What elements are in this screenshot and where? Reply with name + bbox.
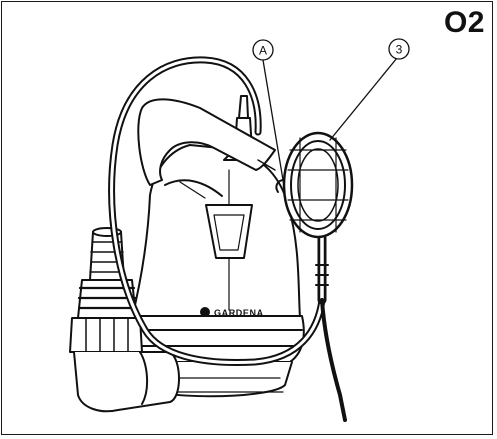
callout-3-label: 3 (396, 43, 403, 57)
hose-connector (69, 227, 180, 413)
figure-id-label: O2 (443, 6, 485, 39)
callout-A-label: A (259, 44, 267, 58)
callout-3-leader (329, 57, 398, 141)
callout-A: A (252, 39, 274, 61)
brand-label: GARDENA (214, 308, 264, 318)
callout-3: 3 (388, 38, 410, 60)
power-cable (108, 56, 347, 422)
callout-A-leader (262, 59, 286, 193)
float-switch (257, 131, 354, 239)
